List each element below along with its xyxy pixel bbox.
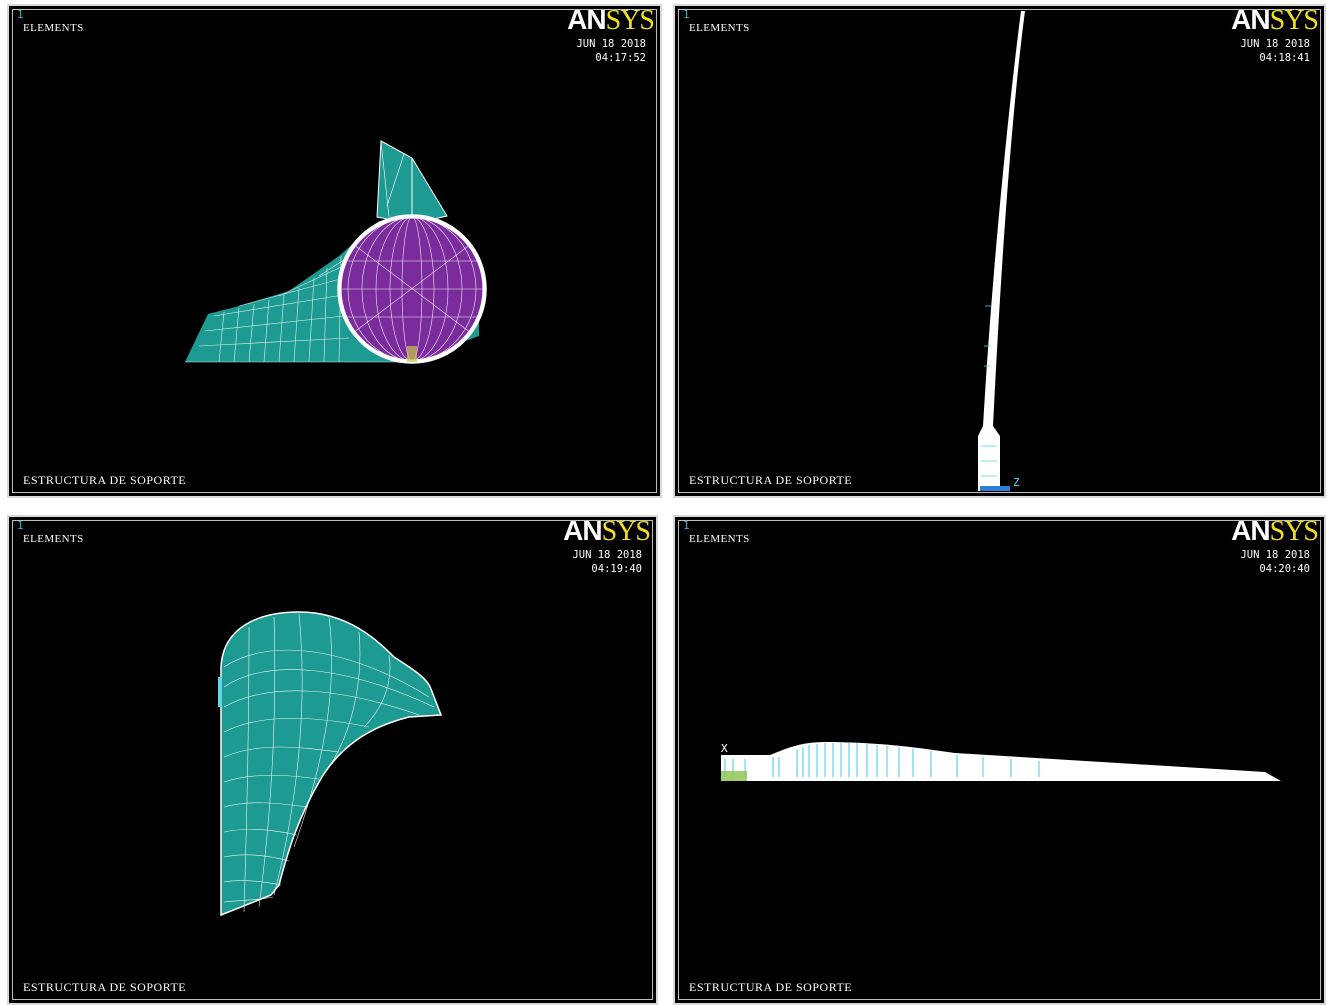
plot-mode-label: ELEMENTS bbox=[23, 22, 84, 34]
mesh-blade-elevation bbox=[721, 742, 1281, 781]
plot-caption: ESTRUCTURA DE SOPORTE bbox=[689, 980, 853, 994]
plot-time: 04:19:40 bbox=[591, 563, 642, 575]
viewport-panel-1[interactable]: 1 ELEMENTS ANSYS JUN 18 2018 04:17:52 bbox=[7, 4, 662, 498]
plot-date: JUN 18 2018 bbox=[1240, 38, 1310, 50]
ansys-logo: ANSYS bbox=[1231, 515, 1319, 547]
axis-triad bbox=[980, 486, 1010, 491]
plot-date: JUN 18 2018 bbox=[1240, 549, 1310, 561]
mesh-lines bbox=[223, 613, 435, 913]
plot-caption: ESTRUCTURA DE SOPORTE bbox=[23, 980, 187, 994]
mesh-lines bbox=[724, 743, 1040, 777]
ansys-logo: ANSYS bbox=[1231, 4, 1319, 36]
mesh-lines bbox=[981, 305, 997, 477]
axis-label-z: Z bbox=[1013, 476, 1020, 489]
mesh-lines bbox=[185, 235, 409, 363]
viewport-panel-4[interactable]: 1 ELEMENTS ANSYS JUN 18 2018 04:20:40 bbox=[673, 515, 1326, 1005]
ansys-logo: ANSYS bbox=[567, 4, 655, 36]
viewport-panel-2[interactable]: 1 ELEMENTS ANSYS JUN 18 2018 04:18:41 Z … bbox=[673, 4, 1326, 498]
axis-label-x: X bbox=[721, 742, 728, 755]
window-number: 1 bbox=[17, 519, 24, 532]
window-number: 1 bbox=[683, 8, 690, 21]
mesh-drawing-iso bbox=[185, 140, 487, 364]
mesh-drawing-front bbox=[218, 611, 443, 917]
plot-caption: ESTRUCTURA DE SOPORTE bbox=[23, 473, 187, 487]
plot-time: 04:17:52 bbox=[595, 52, 646, 64]
plot-caption: ESTRUCTURA DE SOPORTE bbox=[689, 473, 853, 487]
plot-mode-label: ELEMENTS bbox=[23, 533, 84, 545]
mesh-drawing-elevation: X bbox=[721, 742, 1281, 781]
plot-mode-label: ELEMENTS bbox=[689, 533, 750, 545]
plot-date: JUN 18 2018 bbox=[572, 549, 642, 561]
plot-time: 04:18:41 bbox=[1259, 52, 1310, 64]
mesh-blade bbox=[978, 11, 1025, 491]
viewport-panel-3[interactable]: 1 ELEMENTS ANSYS JUN 18 2018 04:19:40 ES bbox=[7, 515, 658, 1005]
plot-date: JUN 18 2018 bbox=[576, 38, 646, 50]
mesh-drawing-side: Z bbox=[978, 11, 1025, 491]
plot-time: 04:20:40 bbox=[1259, 563, 1310, 575]
ansys-logo: ANSYS bbox=[563, 515, 651, 547]
plot-mode-label: ELEMENTS bbox=[689, 22, 750, 34]
window-number: 1 bbox=[17, 8, 24, 21]
window-number: 1 bbox=[683, 519, 690, 532]
